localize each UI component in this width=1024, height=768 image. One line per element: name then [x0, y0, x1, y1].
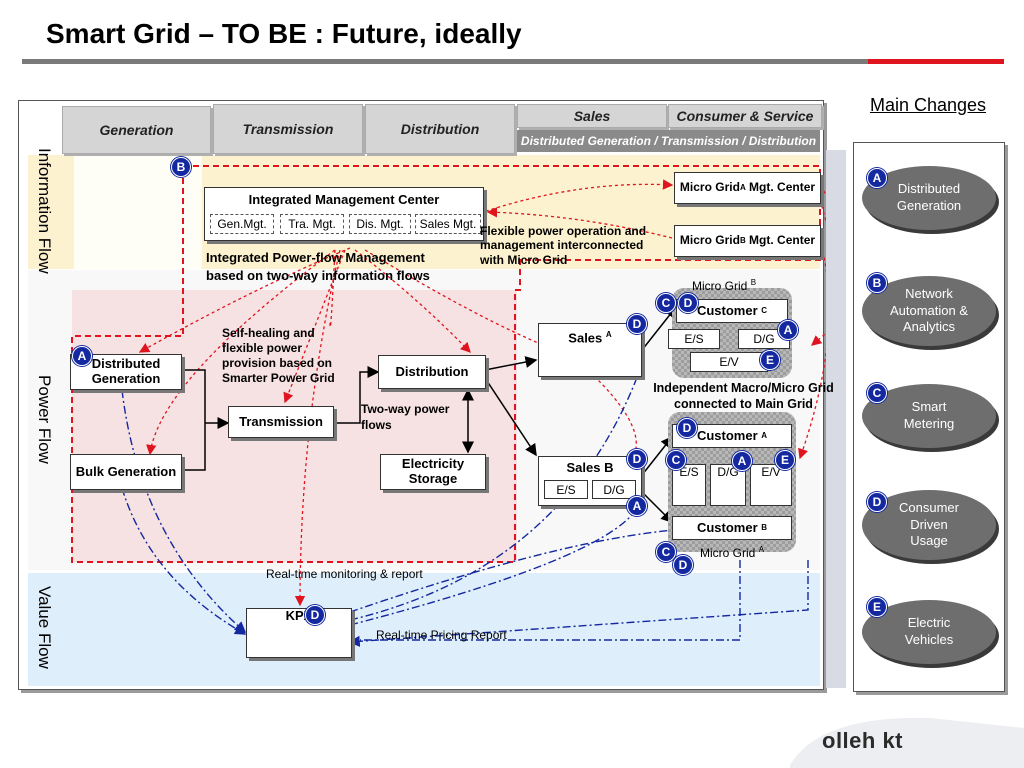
badge-a-distributed-generation: A — [72, 346, 92, 366]
micro-grid-a-suffix: Mgt. Center — [745, 180, 816, 195]
row-label-value: Value Flow — [35, 586, 54, 669]
micro-grid-b-label-sup: B — [750, 278, 757, 287]
self-healing-text: Self-healing and flexible power provisio… — [222, 326, 335, 385]
micro-grid-a-es: E/S — [672, 464, 706, 506]
change-badge-a: A — [867, 168, 887, 188]
micro-grid-a-label-sup: A — [758, 545, 765, 554]
change-b-label: Network Automation & Analytics — [889, 285, 969, 335]
badge-b-network: B — [171, 157, 191, 177]
bulk-generation-box: Bulk Generation — [70, 454, 182, 490]
slide-title: Smart Grid – TO BE : Future, ideally — [46, 18, 522, 49]
customer-b-sup: B — [761, 523, 768, 533]
badge-c-micro-grid-b: C — [656, 293, 676, 313]
badge-e-micro-grid-a: E — [775, 450, 795, 470]
badge-d-micro-grid-b: D — [678, 293, 698, 313]
col-header-distribution: Distribution — [365, 104, 515, 154]
micro-grid-b-suffix: Mgt. Center — [745, 233, 816, 248]
badge-a-sales-b: A — [627, 496, 647, 516]
micro-grid-a-sup: A — [739, 183, 746, 193]
sales-a-sup: A — [605, 330, 612, 339]
customer-c-text: Customer — [696, 302, 758, 318]
sales-a-text: Sales — [568, 330, 603, 346]
customer-a-sup: A — [761, 431, 768, 441]
badge-d-kpx: D — [305, 605, 325, 625]
electricity-storage-box: Electricity Storage — [380, 454, 486, 490]
olleh-kt-logo: olleh kt — [822, 728, 904, 753]
distributed-generation-box: Distributed Generation — [70, 354, 182, 390]
badge-c-micro-grid-a-bottom: C — [656, 542, 676, 562]
imc-sales-mgt: Sales Mgt. — [415, 214, 481, 234]
change-d-label: Consumer Driven Usage — [899, 499, 959, 549]
change-e-label: Electric Vehicles — [904, 615, 954, 647]
customer-a-text: Customer — [696, 427, 758, 443]
customer-c-sup: C — [761, 306, 768, 316]
micro-grid-a-text: Micro Grid — [700, 546, 756, 560]
main-changes-title: Main Changes — [869, 95, 987, 115]
title-rule — [22, 59, 868, 64]
realtime-pricing-text: Real-time Pricing Report — [376, 628, 507, 642]
badge-d-sales-a: D — [627, 314, 647, 334]
badge-e-micro-grid-b: E — [760, 350, 780, 370]
col-header-transmission: Transmission — [213, 104, 363, 154]
imc-dis-mgt: Dis. Mgt. — [349, 214, 411, 234]
badge-d-micro-grid-a-top: D — [677, 418, 697, 438]
sales-b-dg: D/G — [592, 480, 636, 499]
imc-gen-mgt: Gen.Mgt. — [210, 214, 274, 234]
badge-a-micro-grid-a: A — [732, 451, 752, 471]
col-header-sales: Sales — [517, 104, 667, 128]
row-label-power: Power Flow — [35, 375, 54, 464]
customer-b-text: Customer — [696, 519, 758, 535]
col-header-consumer: Consumer & Service — [668, 104, 822, 128]
imc-title: Integrated Management Center — [248, 192, 440, 207]
change-badge-d: D — [867, 492, 887, 512]
col-subheader: Distributed Generation / Transmission / … — [517, 130, 820, 152]
micro-grid-b-text: Micro Grid — [692, 279, 748, 293]
micro-grid-b-sup: B — [739, 236, 746, 246]
sales-a-box: Sales A — [538, 323, 642, 377]
micro-grid-b-es: E/S — [668, 329, 720, 349]
change-oval-a: Distributed Generation — [862, 166, 996, 230]
sales-a-label: Sales A — [568, 330, 611, 346]
row-label-information: Information Flow — [35, 147, 54, 274]
title-rule-accent — [868, 59, 1004, 64]
badge-d-micro-grid-a-bottom: D — [673, 555, 693, 575]
flex-operation-text: Flexible power operation and management … — [480, 224, 647, 267]
col-header-generation: Generation — [62, 106, 211, 154]
value-band — [28, 573, 820, 686]
micro-grid-a-ev: E/V — [750, 464, 792, 506]
micro-grid-b-prefix: Micro Grid — [679, 233, 740, 248]
distribution-box: Distribution — [378, 355, 486, 389]
realtime-monitoring-text: Real-time monitoring & report — [266, 567, 423, 581]
micro-grid-a-dg: D/G — [710, 464, 746, 506]
imc-tra-mgt: Tra. Mgt. — [280, 214, 344, 234]
change-a-label: Distributed Generation — [896, 181, 962, 213]
micro-grid-a-prefix: Micro Grid — [679, 180, 740, 195]
change-badge-c: C — [867, 383, 887, 403]
change-c-label: Smart Metering — [903, 399, 955, 431]
sales-b-es: E/S — [544, 480, 588, 499]
micro-grid-b-ev: E/V — [690, 352, 768, 372]
badge-a-micro-grid-b: A — [778, 320, 798, 340]
two-way-text: Two-way power flows — [361, 402, 450, 432]
customer-b-box: Customer B — [672, 516, 792, 540]
kpx-box: KPX — [246, 608, 352, 658]
badge-d-sales-b: D — [627, 449, 647, 469]
micro-grid-b-label: Micro Grid B — [692, 278, 756, 293]
transmission-box: Transmission — [228, 406, 334, 438]
change-badge-e: E — [867, 597, 887, 617]
change-badge-b: B — [867, 273, 887, 293]
badge-c-micro-grid-a: C — [666, 450, 686, 470]
independent-grid-text: Independent Macro/Micro Grid connected t… — [653, 381, 834, 411]
ipm-line1: Integrated Power-flow Management — [206, 250, 425, 265]
ipm-line2: based on two-way information flows — [206, 268, 430, 283]
micro-grid-a-label: Micro Grid A — [700, 545, 764, 560]
sales-b-label: Sales B — [566, 460, 614, 475]
